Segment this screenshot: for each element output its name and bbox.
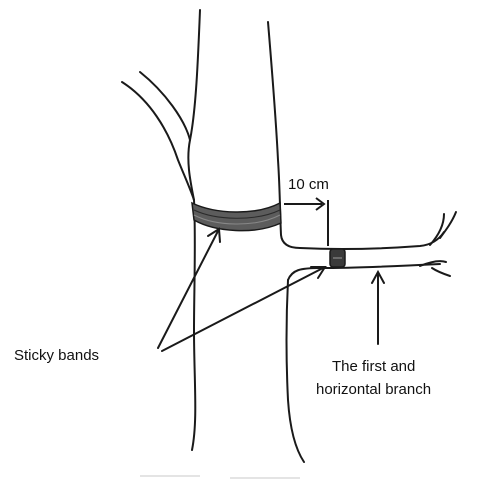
- trunk-right-edge-lower: [287, 280, 305, 462]
- arrow-to-trunk-band: [158, 231, 218, 348]
- left-branch-outer: [122, 82, 194, 200]
- trunk-sticky-band: [192, 203, 281, 231]
- branch-label-line1: The first and: [332, 358, 415, 375]
- distance-indicator: [284, 198, 328, 246]
- branch-arrow: [372, 272, 384, 344]
- sticky-bands-label: Sticky bands: [14, 347, 99, 364]
- ground-marks: [140, 476, 300, 478]
- twig-lower-2: [432, 268, 450, 276]
- branch-upper-edge: [300, 232, 444, 249]
- arrow-to-branch-band: [162, 268, 323, 351]
- branch-sticky-band: [330, 249, 345, 267]
- trunk-left-edge: [188, 10, 200, 450]
- branch-label-line2: horizontal branch: [316, 381, 431, 398]
- distance-label: 10 cm: [288, 176, 329, 193]
